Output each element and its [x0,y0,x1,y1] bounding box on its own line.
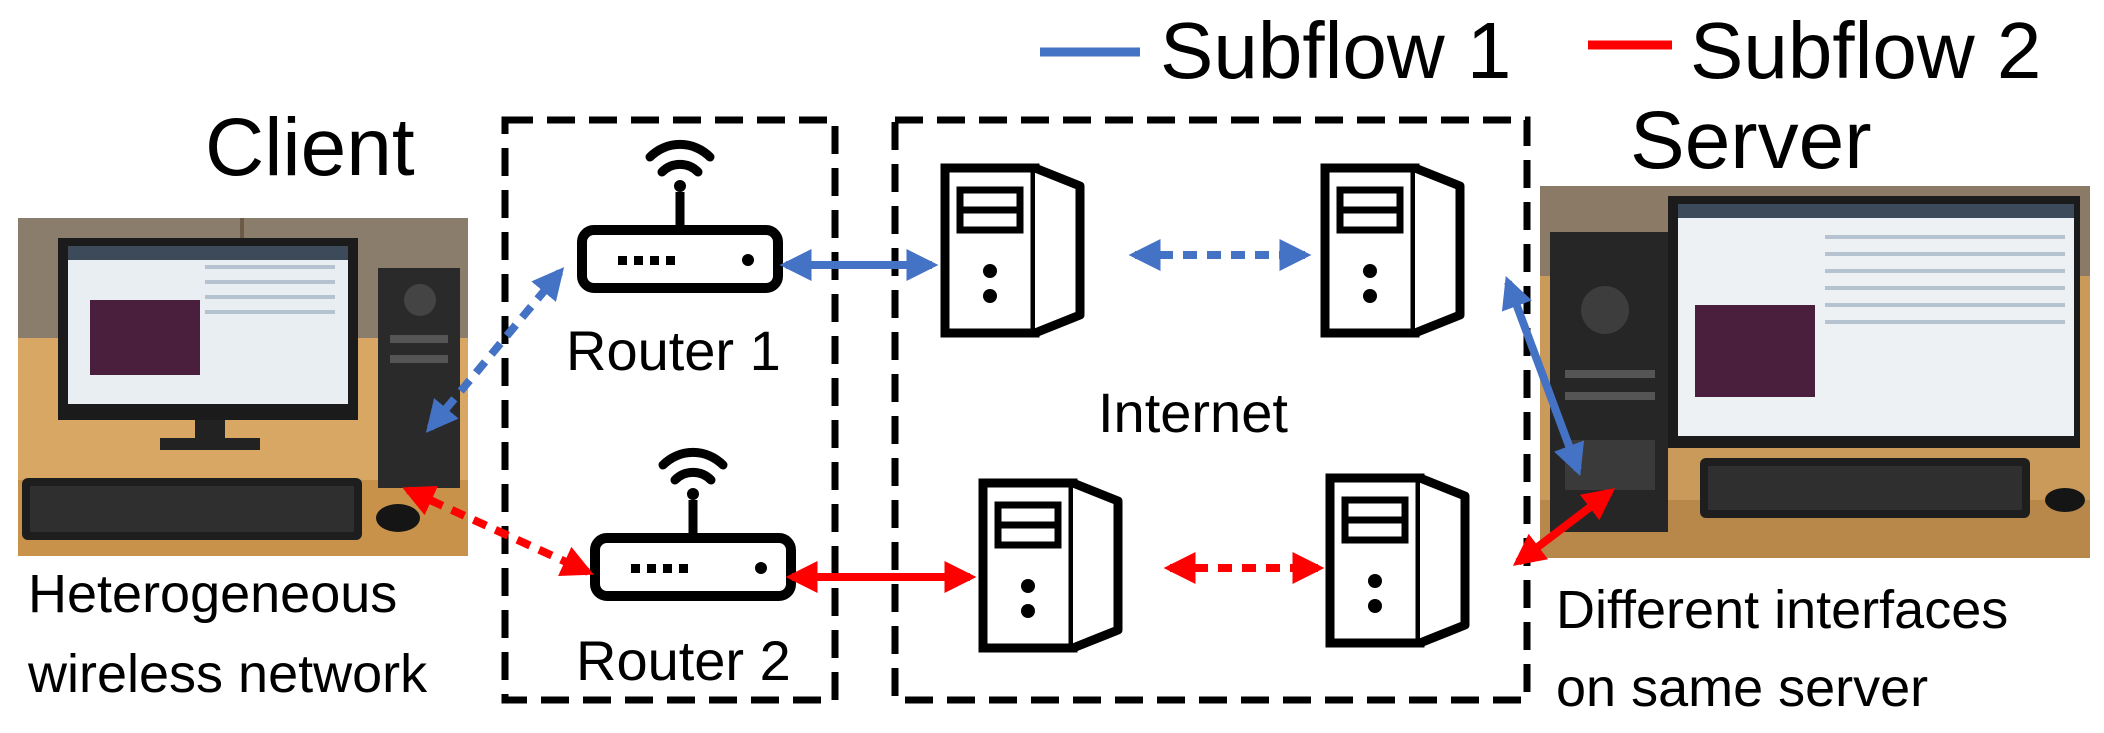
subflow-2-client-to-router2 [402,486,594,576]
client-photo [18,218,468,556]
router-2-label: Router 2 [576,629,791,692]
legend: Subflow 1 Subflow 2 [1040,6,2041,95]
server-caption-line-1: Different interfaces [1556,580,2008,640]
subflow-1-path [425,239,1585,476]
internet-server-bottom-right-icon [1330,478,1465,643]
client-title: Client [205,102,415,193]
subflow-1-client-to-router1 [425,267,565,433]
internet-server-bottom-left-icon [983,483,1118,648]
internet-server-top-right-icon [1325,168,1460,333]
server-caption-line-2: on same server [1556,658,1928,718]
internet-box [891,116,1531,704]
subflow-2-path [402,486,1616,593]
router-1-label: Router 1 [566,319,781,382]
client-caption-line-1: Heterogeneous [28,564,397,624]
legend-subflow1-label: Subflow 1 [1160,6,1511,95]
router-2-icon [595,452,791,596]
server-title: Server [1630,95,1872,186]
internet-server-top-left-icon [945,168,1080,333]
subflow-1-internet-to-server [1501,276,1585,476]
subflow-2-internet-to-server [1512,488,1616,566]
legend-subflow2-label: Subflow 2 [1690,6,2041,95]
server-photo [1540,186,2090,558]
client-caption-line-2: wireless network [27,644,428,704]
router-1-icon [582,144,778,288]
internet-label: Internet [1098,381,1288,444]
router-group-box [501,116,839,704]
